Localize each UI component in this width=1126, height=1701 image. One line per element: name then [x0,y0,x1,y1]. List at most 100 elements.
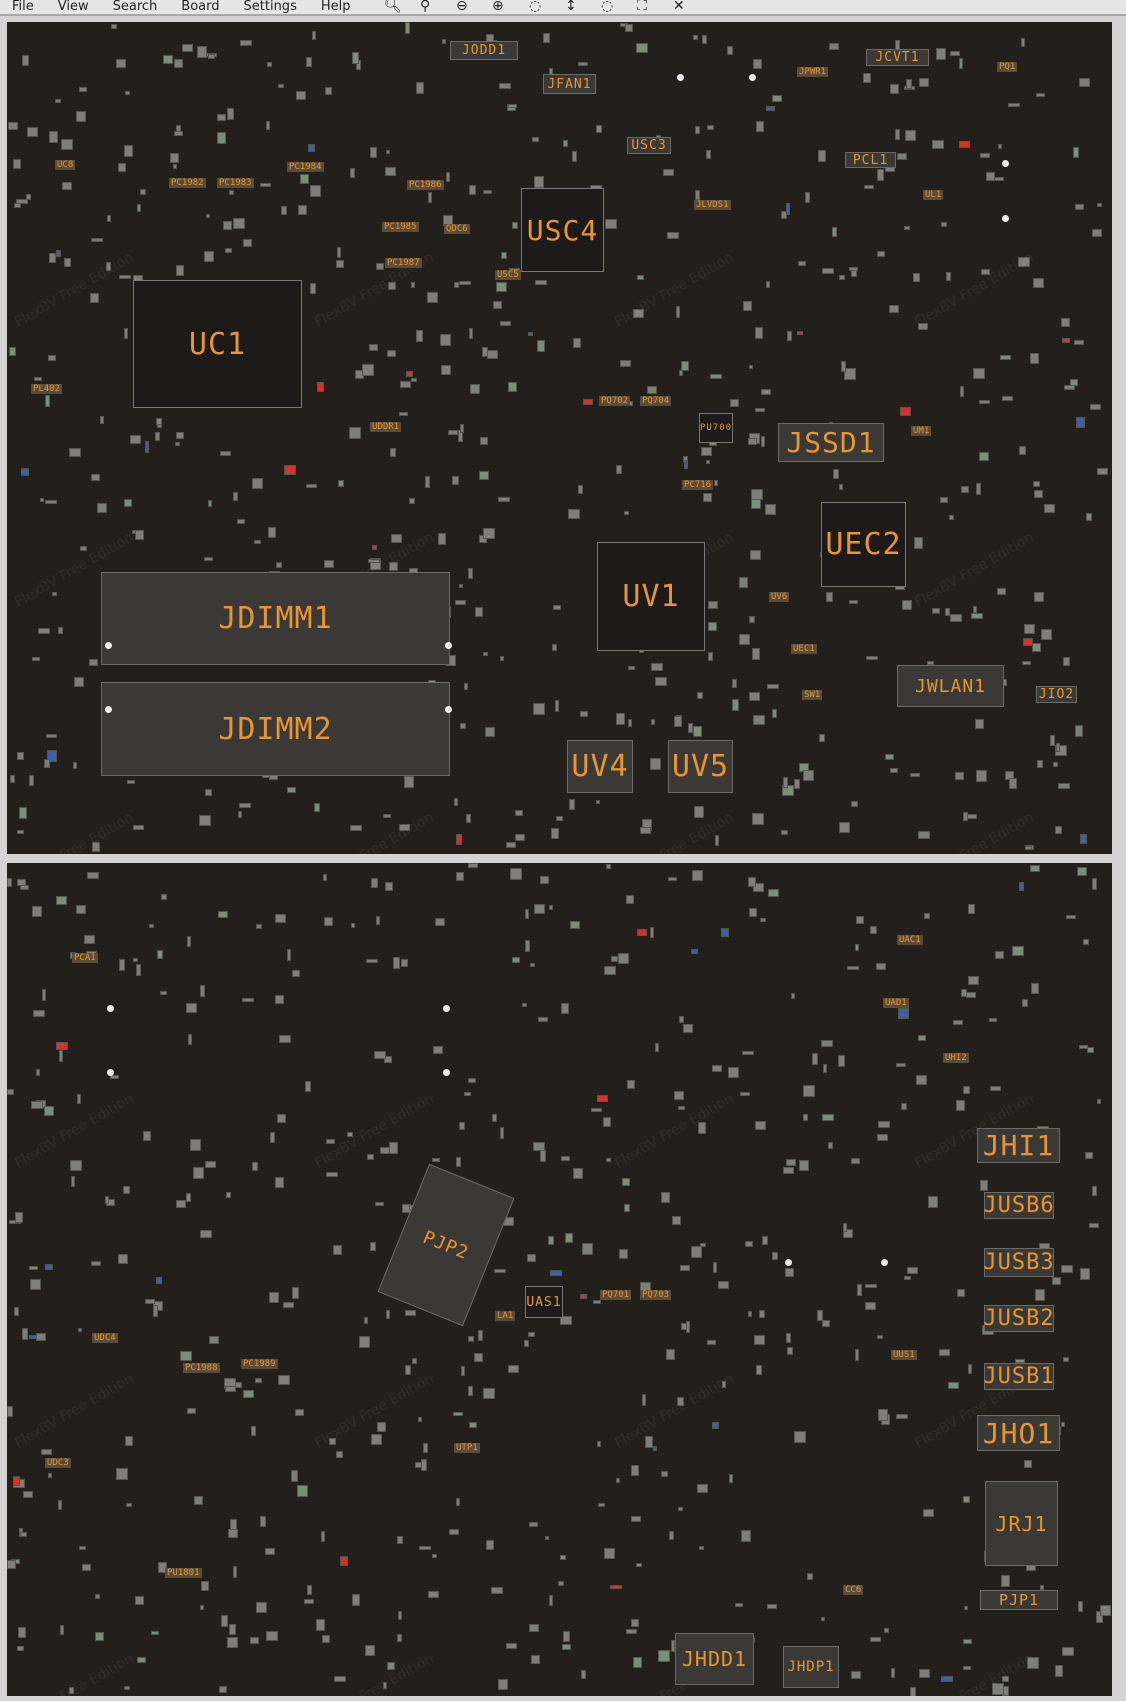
smd-component [17,752,24,760]
component-label[interactable]: PC716 [682,480,714,490]
menu-board[interactable]: Board [181,0,220,14]
zoom-in-icon[interactable]: ⊕ [492,0,504,14]
component-label[interactable]: UDC3 [45,1458,71,1468]
component-label[interactable]: UTP1 [454,1443,480,1453]
component-uv1[interactable]: UV1 [597,542,705,651]
component-usc3[interactable]: USC3 [627,137,671,154]
smd-component [732,699,739,711]
component-jcvt1[interactable]: JCVT1 [866,49,929,66]
smd-component [680,1265,690,1271]
rotate-ccw-icon[interactable]: ◌ [601,0,614,14]
smd-component [188,1034,192,1045]
component-label[interactable]: SW1 [802,690,823,700]
component-label[interactable]: JPWR1 [797,67,829,77]
smd-component [701,447,712,456]
component-label[interactable]: PQ703 [640,1290,672,1300]
component-pu700[interactable]: PU700 [699,413,733,443]
component-label[interactable]: UEC1 [791,644,817,654]
component-pjp2[interactable]: PJP2 [377,1163,515,1327]
component-label[interactable]: LA1 [495,1311,516,1321]
component-jhi1[interactable]: JHI1 [977,1128,1060,1163]
component-label[interactable]: PC1987 [385,258,422,268]
component-jusb6[interactable]: JUSB6 [983,1192,1055,1219]
component-label[interactable]: UC8 [55,160,76,170]
component-label[interactable]: UV6 [769,592,790,602]
close-icon[interactable]: ✕ [673,0,685,14]
component-label[interactable]: USC5 [495,270,521,280]
component-uv4[interactable]: UV4 [567,740,633,793]
component-jodd1[interactable]: JODD1 [450,41,518,60]
flip-icon[interactable]: ↕ [565,0,577,14]
zoom-out-icon[interactable]: ⊖ [456,0,468,14]
watermark: FlexBV Free Edition [12,1370,137,1452]
smd-component [752,813,764,825]
component-jdimm2[interactable]: JDIMM2 [101,682,450,776]
component-label[interactable]: UUS1 [891,1350,917,1360]
component-jfan1[interactable]: JFAN1 [543,74,596,94]
component-jio2[interactable]: JIO2 [1036,686,1077,703]
fit-icon[interactable]: ⛶ [637,0,647,14]
component-jusb1[interactable]: JUSB1 [983,1363,1055,1390]
component-label[interactable]: UL1 [923,190,944,200]
component-label[interactable]: JLVDS1 [694,200,731,210]
component-label[interactable]: PC1986 [407,180,444,190]
smd-component [359,1336,370,1348]
component-jusb2[interactable]: JUSB2 [983,1305,1055,1332]
component-label[interactable]: CC6 [843,1585,864,1595]
component-jusb3[interactable]: JUSB3 [983,1248,1055,1277]
rotate-icon[interactable]: ◌ [529,0,542,14]
search-icon[interactable]: 🔍︎ [384,0,402,14]
component-pjp1[interactable]: PJP1 [980,1590,1058,1610]
component-label[interactable]: UAD1 [883,998,909,1008]
component-label[interactable]: PC1985 [382,222,419,232]
component-jdimm1[interactable]: JDIMM1 [101,572,450,665]
component-label[interactable]: UHI2 [943,1053,969,1063]
component-label[interactable]: UDC4 [92,1333,118,1343]
component-label[interactable]: UM1 [911,426,932,436]
component-label[interactable]: PC1982 [169,178,206,188]
smd-component [155,432,160,441]
component-label[interactable]: PC1984 [287,162,324,172]
component-uas1[interactable]: UAS1 [525,1286,563,1318]
smd-component [537,340,545,352]
component-jho1[interactable]: JHO1 [977,1415,1060,1451]
smd-component [884,1628,889,1633]
component-jwlan1[interactable]: JWLAN1 [897,665,1004,707]
component-label[interactable]: PQ704 [640,396,672,406]
component-label[interactable]: PU1801 [165,1568,202,1578]
smd-component [1024,1460,1032,1468]
component-jssd1[interactable]: JSSD1 [778,423,884,462]
component-label[interactable]: PQ1 [997,62,1018,72]
menu-file[interactable]: File [12,0,34,14]
component-uc1[interactable]: UC1 [133,280,302,408]
component-label[interactable]: PC1983 [217,178,254,188]
menu-help[interactable]: Help [320,0,351,14]
smd-component [468,863,478,868]
component-label[interactable]: PQ701 [600,1290,632,1300]
component-label[interactable]: PC1989 [241,1359,278,1369]
component-usc4[interactable]: USC4 [521,188,604,272]
menu-settings[interactable]: Settings [243,0,297,14]
component-label[interactable]: QDC6 [444,224,470,234]
smd-component [409,498,415,504]
component-jrj1[interactable]: JRJ1 [985,1481,1058,1566]
menu-search[interactable]: Search [112,0,158,14]
component-pcl1[interactable]: PCL1 [845,152,896,168]
component-label[interactable]: PCA1 [72,953,98,963]
component-label[interactable]: UAC1 [897,935,923,945]
zoom-icon[interactable]: ⚲ [420,0,431,14]
component-label[interactable]: PL402 [31,384,63,394]
component-label[interactable]: UDDR1 [370,422,402,432]
component-jhdd1[interactable]: JHDD1 [675,1633,754,1685]
smd-component [596,800,600,804]
menu-view[interactable]: View [57,0,89,14]
component-label[interactable]: PC1988 [183,1363,220,1373]
smd-component [1024,624,1035,634]
component-uec2[interactable]: UEC2 [821,502,906,587]
component-label[interactable]: PQ702 [599,396,631,406]
component-jhdp1[interactable]: JHDP1 [783,1646,839,1688]
component-uv5[interactable]: UV5 [668,740,733,793]
smd-component [786,1159,796,1166]
